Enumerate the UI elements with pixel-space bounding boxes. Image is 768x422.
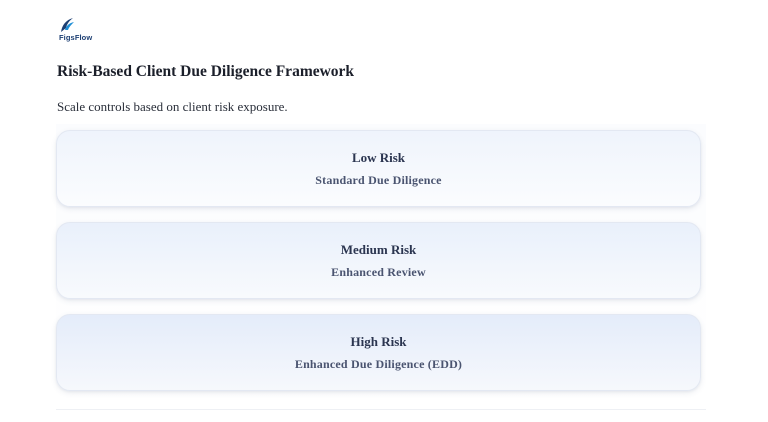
tier-card-medium-risk: Medium Risk Enhanced Review — [56, 222, 701, 299]
page-title: Risk-Based Client Due Diligence Framewor… — [57, 63, 355, 80]
tier-subtitle: Enhanced Review — [331, 265, 426, 279]
tier-subtitle: Standard Due Diligence — [315, 173, 442, 187]
tier-title: Low Risk — [351, 150, 406, 165]
tier-subtitle: Enhanced Due Diligence (EDD) — [294, 357, 463, 371]
page-subtitle: Scale controls based on client risk expo… — [57, 99, 288, 114]
tier-card-low-risk: Low Risk Standard Due Diligence — [56, 130, 701, 207]
tier-title: Medium Risk — [340, 242, 417, 257]
figsflow-logo-icon — [61, 18, 74, 32]
tier-title: High Risk — [350, 334, 407, 349]
tier-card-high-risk: High Risk Enhanced Due Diligence (EDD) — [56, 314, 701, 391]
brand-logo: FigsFlow — [57, 16, 107, 42]
brand-name: FigsFlow — [59, 33, 93, 42]
